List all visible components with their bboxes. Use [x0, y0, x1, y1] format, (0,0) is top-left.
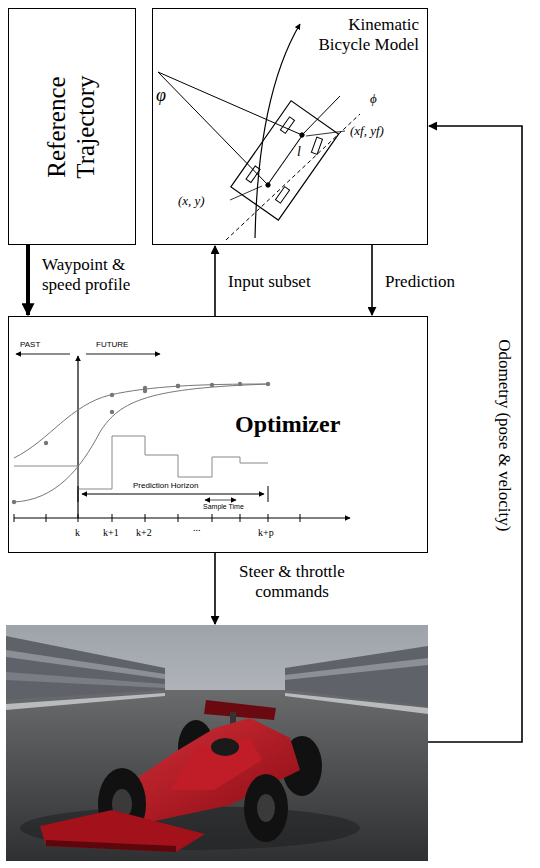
axis-note: FUTURE — [96, 341, 128, 350]
edge-label: Prediction — [385, 273, 455, 292]
edge-label: Waypoint & speed profile — [42, 255, 154, 296]
bicycle-sketch-part — [306, 131, 345, 136]
bicycle-sketch-part — [246, 166, 260, 183]
angle-symbol: φ — [156, 86, 166, 106]
tick-label: k+2 — [136, 527, 152, 538]
race-car-image-part — [46, 840, 176, 852]
mpc-plot-part — [12, 382, 270, 504]
bicycle-sketch — [158, 24, 360, 240]
flow-arrow — [26, 245, 30, 315]
box-title: Reference Trajectory — [43, 65, 101, 189]
signal-arrows-part — [428, 126, 522, 742]
tick-label: k+p — [258, 527, 274, 538]
bicycle-sketch-part — [158, 72, 302, 135]
mpc-plot-part — [82, 494, 264, 495]
mpc-plot-part — [110, 410, 114, 414]
bicycle-sketch-part — [255, 24, 300, 238]
length-label: l — [297, 144, 301, 159]
sample-label: Sample Time — [203, 503, 244, 511]
angle-symbol: ϕ — [370, 92, 377, 106]
bicycle-sketch-part — [300, 133, 304, 137]
mpc-plot — [12, 354, 350, 522]
bicycle-sketch-part — [231, 101, 339, 220]
mpc-plot-part — [16, 354, 70, 355]
race-car-image-part — [170, 738, 262, 790]
horizon-label: Prediction Horizon — [133, 482, 198, 491]
race-car-image-part — [211, 738, 239, 756]
bicycle-sketch-part — [275, 187, 289, 204]
bicycle-sketch-part — [302, 96, 340, 135]
race-car-image-part — [6, 672, 165, 688]
point-label: (x, y) — [178, 194, 205, 208]
mpc-plot-part — [14, 384, 270, 458]
race-car-image-part — [6, 690, 428, 861]
reference-box: Reference Trajectory — [8, 8, 136, 245]
mpc-plot-part — [86, 354, 160, 355]
tick-label: k — [75, 527, 80, 538]
box-title: Optimizer — [235, 411, 340, 438]
bicycle-sketch-part — [230, 186, 262, 200]
axis-note: PAST — [20, 341, 40, 350]
signal-label: Steer & throttle commands — [222, 562, 362, 603]
mpc-plot-part — [205, 500, 236, 501]
model-box: Kinematic Bicycle Model — [152, 8, 428, 245]
race-car-image-part — [6, 625, 428, 861]
mpc-plot-part — [12, 500, 16, 504]
race-car-image-part — [244, 774, 288, 842]
race-car-image-part — [257, 794, 275, 822]
signal-label: Odometry (pose & velocity) — [495, 339, 514, 531]
flow-arrow — [214, 246, 216, 316]
point-label: (xf, yf) — [350, 124, 384, 138]
mpc-plot-part — [266, 382, 270, 386]
mpc-plot-part — [143, 389, 147, 393]
mpc-plot-part — [176, 384, 180, 388]
tick-label: ... — [193, 522, 201, 533]
race-car-image-part — [40, 810, 205, 852]
mpc-plot-part — [238, 382, 242, 386]
bicycle-sketch-part — [280, 117, 294, 134]
bicycle-sketch-part — [268, 135, 302, 184]
signal-arrows-part — [214, 553, 216, 624]
box-title: Kinematic Bicycle Model — [301, 15, 419, 54]
race-car-image-part — [204, 700, 276, 720]
bicycle-sketch-part — [226, 114, 360, 240]
mpc-plot-part — [110, 393, 114, 397]
mpc-plot-part — [210, 383, 214, 387]
flow-arrow — [371, 245, 373, 315]
race-car-image-part — [285, 658, 428, 680]
mpc-plot-part — [44, 441, 48, 445]
race-car-image — [6, 625, 428, 861]
bicycle-sketch-part — [231, 101, 339, 220]
tick-label: k+1 — [103, 527, 119, 538]
race-car-image-part — [285, 693, 428, 714]
mpc-plot-part — [176, 384, 180, 388]
edge-label: Input subset — [228, 273, 311, 292]
mpc-plot-part — [14, 384, 270, 502]
bicycle-sketch-part — [311, 137, 322, 154]
mpc-plot-part — [14, 514, 300, 522]
bicycle-sketch-part — [158, 72, 268, 185]
bicycle-sketch-part — [266, 183, 270, 187]
race-car-image-part — [6, 693, 165, 710]
optimizer-box: Optimizer — [8, 316, 428, 553]
